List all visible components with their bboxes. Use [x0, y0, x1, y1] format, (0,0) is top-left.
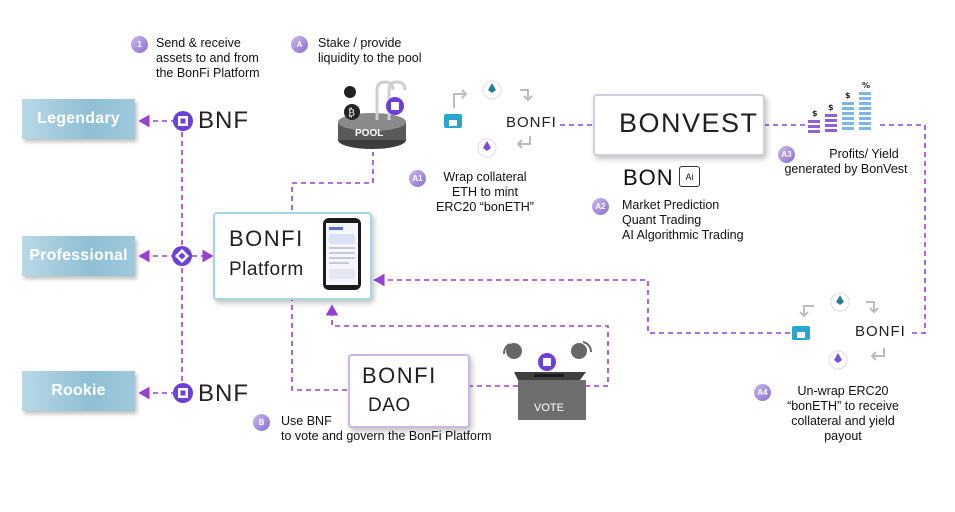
platform-brand: BONFI	[229, 226, 304, 251]
phone-icon	[323, 218, 361, 290]
svg-text:$: $	[845, 91, 851, 100]
bonai-brand: BON	[623, 165, 674, 190]
vote-box-icon	[502, 341, 593, 420]
svg-text:₿: ₿	[348, 107, 355, 119]
pool-label: POOL	[355, 128, 384, 139]
bnf-token-icon	[173, 383, 193, 403]
bonfi-small-bottom: BONFI	[855, 323, 906, 340]
dao-sub: DAO	[368, 395, 411, 416]
bnf-token-icon	[173, 111, 193, 131]
bnf-token-icon	[172, 246, 192, 266]
wrap-cycle-icon	[444, 80, 533, 158]
ai-tag: Ai	[679, 166, 700, 187]
dao-brand: BONFI	[362, 363, 437, 388]
svg-text:$: $	[828, 103, 834, 112]
step-badge-a4: A4	[754, 384, 771, 401]
tier-legendary: Legendary	[22, 99, 135, 139]
bonvest-brand: BONVEST	[619, 108, 759, 138]
profit-bars-icon: $ $ $%	[808, 81, 871, 133]
dao-card	[348, 354, 470, 428]
vote-label: VOTE	[534, 402, 564, 414]
unwrap-cycle-icon	[792, 292, 885, 370]
step-badge-a1: A1	[409, 170, 426, 187]
step-badge-1: 1	[131, 36, 148, 53]
tier-rookie: Rookie	[22, 371, 135, 411]
svg-text:$: $	[812, 109, 818, 118]
svg-text:%: %	[862, 81, 870, 90]
step-badge-a: A	[291, 36, 308, 53]
pool-icon: ₿	[338, 80, 407, 149]
step-badge-a3: A3	[778, 146, 795, 163]
bnf-label-bottom: BNF	[198, 380, 249, 407]
step-badge-b: B	[253, 414, 270, 431]
step-badge-a2: A2	[592, 198, 609, 215]
bnf-label-top: BNF	[198, 107, 249, 134]
bonvest-card	[593, 94, 765, 156]
platform-sub: Platform	[229, 259, 304, 280]
tier-professional: Professional	[22, 236, 135, 276]
bonfi-small-top: BONFI	[506, 114, 557, 131]
